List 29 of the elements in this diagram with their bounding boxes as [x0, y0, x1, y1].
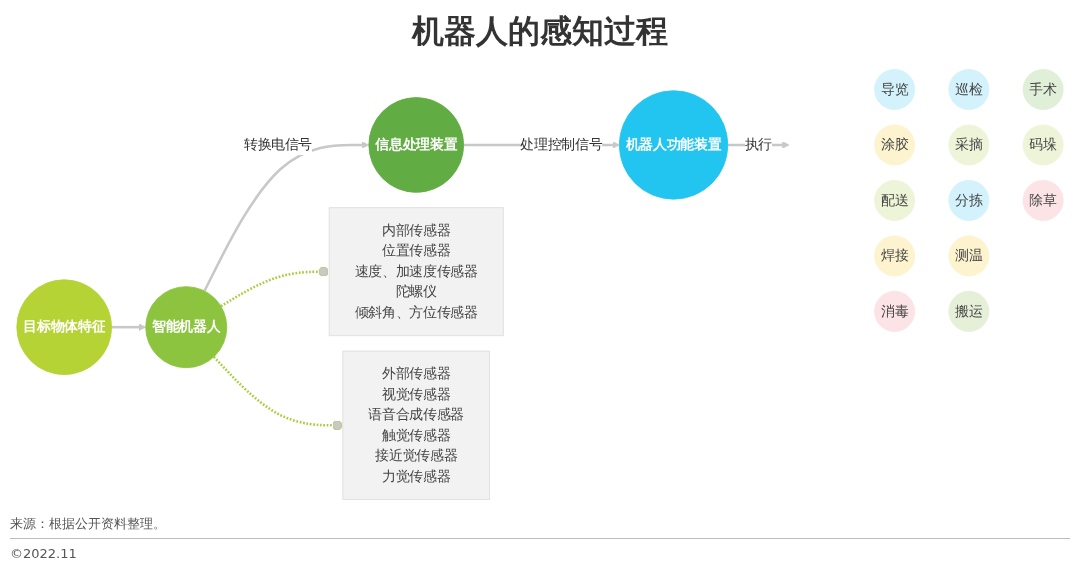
node-circle: 信息处理装置	[368, 97, 465, 193]
node-circle: 除草	[1022, 179, 1064, 221]
edge-label: 处理控制信号	[520, 136, 603, 153]
connector	[220, 266, 330, 308]
copyright-note: ©2022.11	[10, 546, 77, 561]
node-box: 内部传感器 位置传感器 速度、加速度传感器 陀螺仪 倾斜角、方位传感器	[328, 207, 504, 337]
node-circle: 导览	[874, 69, 916, 110]
node-circle: 焊接	[874, 235, 916, 277]
arrow	[203, 141, 370, 292]
node-circle: 消毒	[874, 290, 916, 332]
node-circle: 测温	[948, 235, 990, 277]
node-circle: 分拣	[948, 179, 990, 221]
node-circle: 目标物体特征	[16, 279, 112, 375]
node-circle: 采摘	[948, 124, 990, 166]
edge-label: 执行	[744, 136, 773, 153]
arrow	[111, 323, 147, 331]
node-box: 外部传感器 视觉传感器 语音合成传感器 触觉传感器 接近觉传感器 力觉传感器	[342, 350, 491, 500]
node-circle: 搬运	[948, 290, 990, 332]
node-circle: 巡检	[948, 69, 990, 110]
connector	[213, 355, 343, 431]
node-circle: 码垛	[1022, 124, 1064, 166]
diagram-title: 机器人的感知过程	[410, 11, 669, 52]
node-circle: 配送	[874, 179, 916, 221]
edge-label: 转换电信号	[243, 136, 313, 153]
node-circle: 机器人功能装置	[618, 90, 729, 200]
node-circle: 智能机器人	[145, 286, 228, 369]
node-circle: 手术	[1022, 69, 1064, 110]
source-note: 来源：根据公开资料整理。	[10, 515, 166, 533]
node-circle: 涂胶	[874, 124, 916, 166]
